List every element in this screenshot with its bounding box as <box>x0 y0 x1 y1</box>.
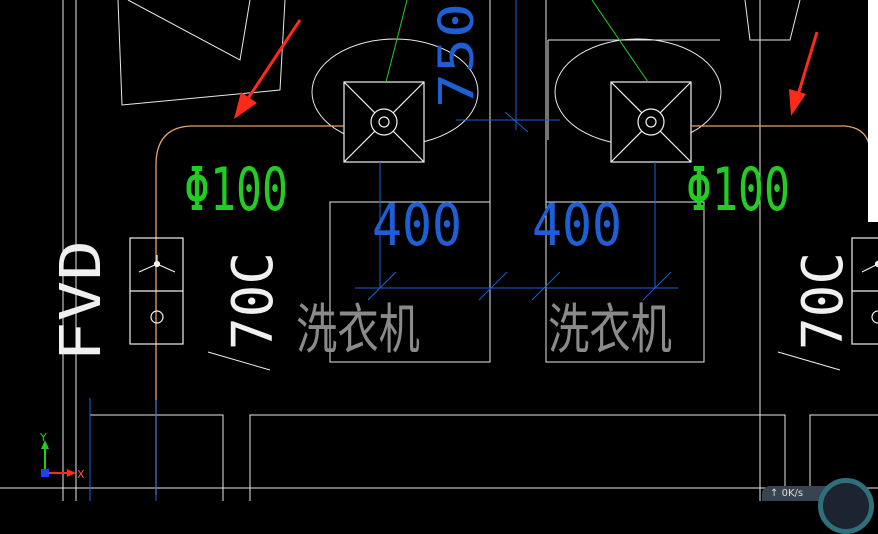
side-text-fvd: FVD <box>49 240 114 362</box>
duct-width-right: 400 <box>532 191 622 259</box>
exhaust-fan-right[interactable] <box>611 82 691 162</box>
exhaust-fan-left[interactable] <box>344 82 424 162</box>
side-text-70c-right: 70C <box>791 252 856 350</box>
side-text-70c-left: 70C <box>221 252 286 350</box>
ucs-x-label: X <box>77 468 85 481</box>
vertical-dimension: 750 <box>429 3 485 108</box>
speed-text: 0K/s <box>782 488 804 499</box>
washer-label-right: 洗衣机 <box>548 298 672 361</box>
speed-ring-icon <box>818 478 874 534</box>
ucs-y-label: Y <box>39 431 47 444</box>
pipe-diameter-right: Φ100 <box>686 155 790 225</box>
cad-drawing-canvas[interactable]: 400 400 750 Φ100 Φ100 洗衣机 洗衣机 FVD 70C 70… <box>0 0 878 501</box>
properties-panel-edge[interactable] <box>868 0 878 222</box>
upload-arrow-icon: ↑ <box>770 488 778 499</box>
washer-label-left: 洗衣机 <box>296 298 420 361</box>
pipe-diameter-left: Φ100 <box>184 155 288 225</box>
duct-width-left: 400 <box>372 191 462 259</box>
